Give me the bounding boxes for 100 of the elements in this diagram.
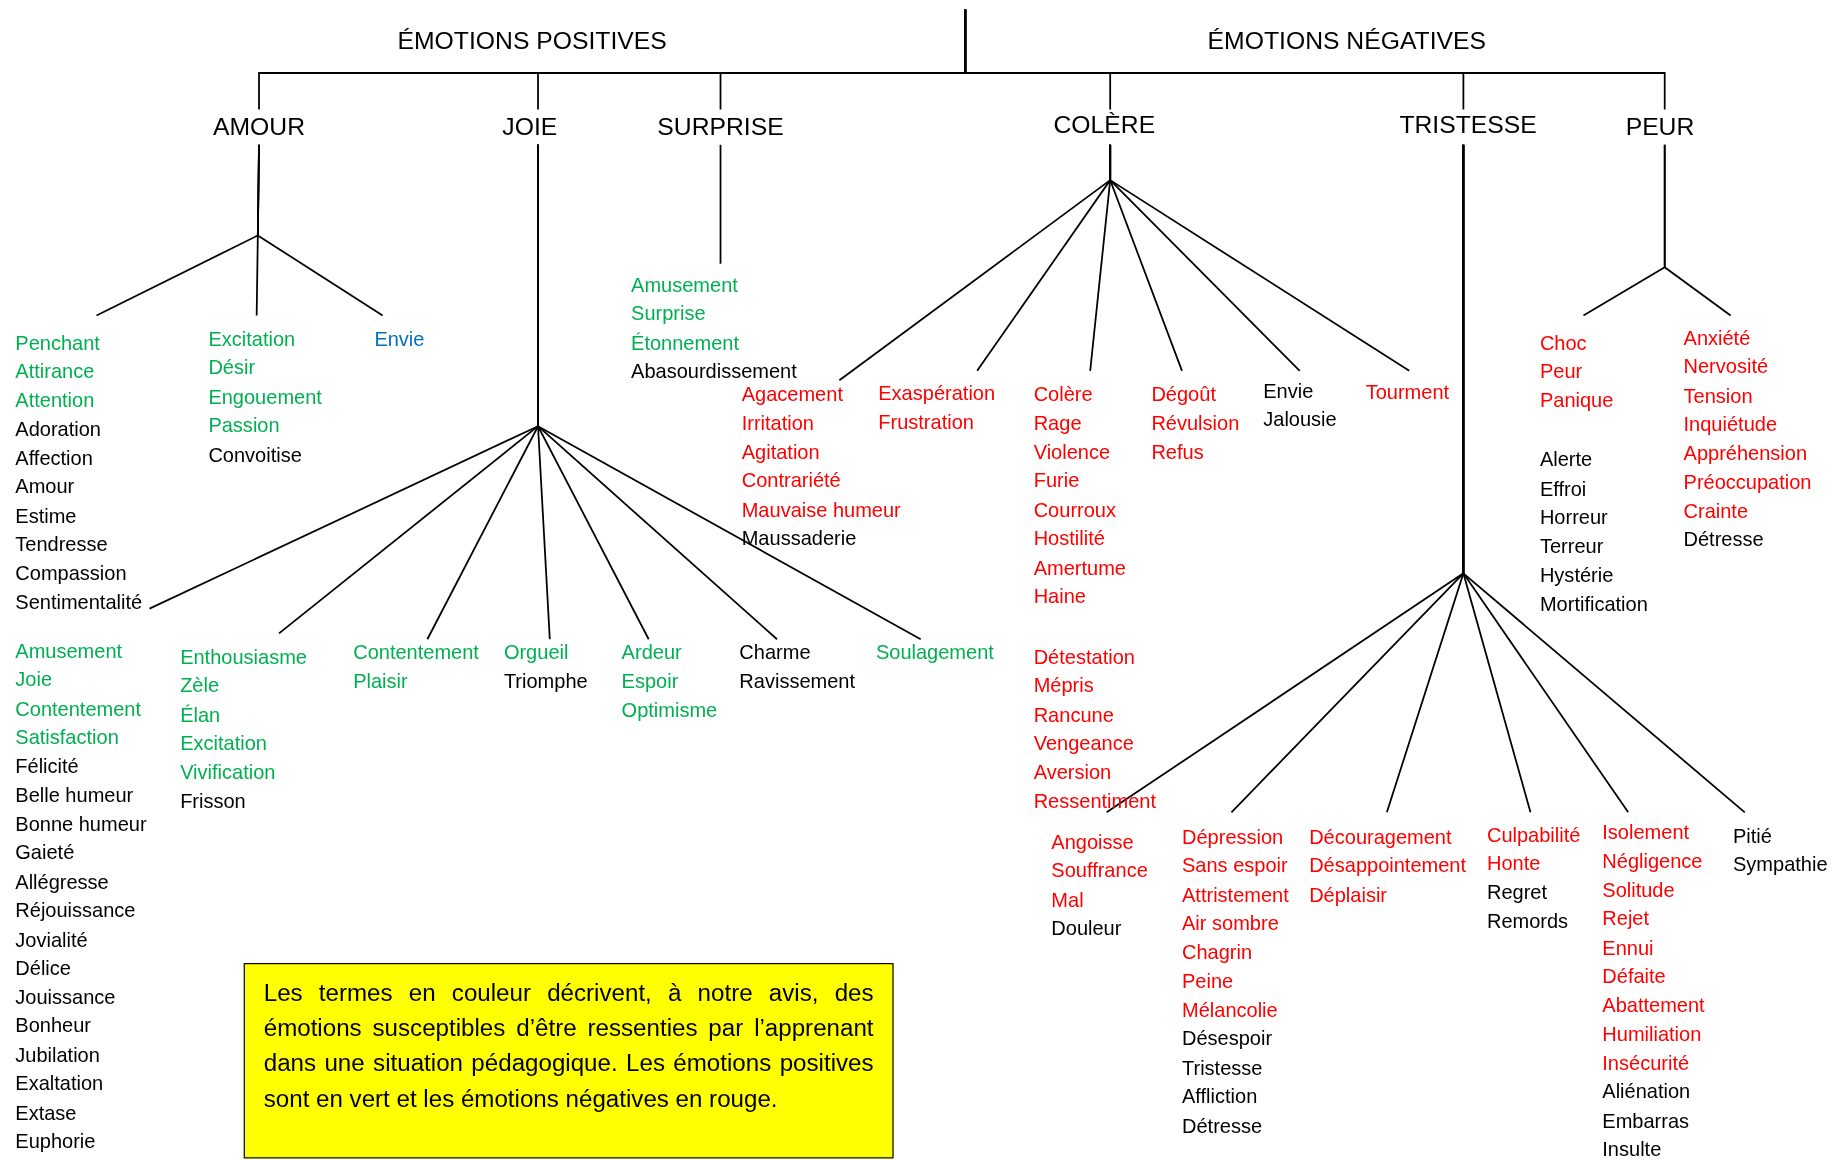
- emotion-term: Colère: [1033, 382, 1093, 408]
- emotion-term: Préoccupation: [1683, 470, 1812, 496]
- emotion-term: Embarras: [1602, 1108, 1690, 1135]
- section-heading: ÉMOTIONS NÉGATIVES: [1207, 26, 1487, 57]
- emotion-term: Aliénation: [1602, 1080, 1691, 1106]
- emotion-term: Furie: [1033, 469, 1080, 495]
- emotion-term: Douleur: [1051, 916, 1122, 942]
- emotion-term: Violence: [1033, 440, 1111, 466]
- emotion-term: Révulsion: [1151, 411, 1240, 437]
- emotion-term: Rancune: [1033, 702, 1114, 729]
- emotion-term: Regret: [1486, 880, 1547, 906]
- emotion-term: Dégoût: [1151, 382, 1216, 408]
- emotion-term: Abattement: [1602, 993, 1705, 1019]
- emotion-term: Mélancolie: [1182, 998, 1278, 1024]
- emotion-term: Terreur: [1539, 534, 1604, 560]
- emotion-term: Contrariété: [741, 469, 841, 495]
- emotion-term: Courroux: [1033, 497, 1116, 524]
- emotion-term: Inquiétude: [1683, 412, 1777, 438]
- emotion-term: Sentimentalité: [15, 590, 143, 616]
- emotion-term: Vivification: [180, 760, 276, 786]
- emotion-term: Hostilité: [1033, 526, 1105, 553]
- emotion-term: Aversion: [1033, 760, 1112, 786]
- emotion-term: Contentement: [353, 640, 479, 666]
- emotion-term: Orgueil: [503, 640, 569, 666]
- section-heading: ÉMOTIONS POSITIVES: [397, 26, 667, 57]
- emotion-term: Isolement: [1602, 820, 1690, 846]
- emotion-term: Excitation: [208, 327, 296, 353]
- emotion-term: Réjouissance: [15, 898, 136, 925]
- emotion-term: Hystérie: [1539, 563, 1614, 589]
- note-box: Les termes en couleur décrivent, à notre avis, des émotions susceptibles d’être ressenties par l’apprenant dans une situation pédagogique. Les émotions positives sont en vert et les émotions négatives en rouge.: [243, 963, 894, 1159]
- emotion-term: Détresse: [1683, 527, 1764, 554]
- tree-line: [1663, 143, 1732, 317]
- emotion-term: Belle humeur: [15, 783, 134, 809]
- emotion-term: Crainte: [1683, 499, 1749, 525]
- emotion-term: Jubilation: [15, 1042, 100, 1069]
- emotion-term: Envie: [374, 327, 425, 353]
- emotion-term: Penchant: [15, 330, 100, 357]
- emotion-term: Enthousiasme: [180, 645, 307, 671]
- emotion-term: Sympathie: [1733, 852, 1828, 879]
- category-heading: PEUR: [1625, 110, 1695, 144]
- emotion-term: Anxiété: [1683, 326, 1751, 352]
- emotion-term: Alerte: [1539, 447, 1593, 474]
- emotion-term: Jouissance: [15, 985, 116, 1011]
- emotion-term: Zèle: [180, 673, 220, 700]
- emotion-term: Extase: [15, 1100, 77, 1127]
- emotion-term: Étonnement: [631, 330, 739, 357]
- emotion-term: Maussaderie: [741, 526, 857, 553]
- emotion-term: Appréhension: [1683, 441, 1808, 467]
- emotion-term: Amour: [15, 474, 75, 501]
- emotion-term: Félicité: [15, 754, 79, 780]
- emotion-term: Convoitise: [208, 442, 302, 468]
- emotion-term: Agitation: [741, 440, 820, 466]
- tree-line: [1462, 143, 1746, 814]
- emotion-term: Jalousie: [1263, 407, 1337, 434]
- emotion-term: Mépris: [1033, 673, 1094, 700]
- emotion-term: Exaspération: [878, 381, 996, 407]
- emotion-term: Plaisir: [353, 669, 408, 695]
- emotion-term: Déplaisir: [1309, 882, 1387, 909]
- emotion-term: Estime: [15, 503, 77, 530]
- emotion-term: Ardeur: [621, 640, 682, 666]
- emotion-term: Affliction: [1182, 1084, 1258, 1111]
- emotion-term: Effroi: [1539, 476, 1587, 503]
- category-heading: TRISTESSE: [1399, 108, 1537, 142]
- emotion-term: Exaltation: [15, 1071, 104, 1098]
- emotion-term: Tension: [1683, 383, 1753, 410]
- emotion-term: Chagrin: [1182, 940, 1253, 966]
- emotion-term: Satisfaction: [15, 725, 119, 752]
- emotion-term: Adoration: [15, 417, 101, 443]
- emotion-term: Rage: [1033, 411, 1082, 437]
- emotion-term: Délice: [15, 956, 71, 982]
- emotion-term: Triomphe: [503, 669, 588, 695]
- emotion-term: Choc: [1539, 330, 1587, 357]
- emotion-term: Bonne humeur: [15, 812, 147, 838]
- emotion-term: Sans espoir: [1182, 854, 1288, 880]
- category-heading: COLÈRE: [1053, 108, 1156, 142]
- emotion-term: Désappointement: [1309, 854, 1467, 880]
- emotion-term: Surprise: [631, 301, 706, 328]
- emotion-term: Amusement: [15, 639, 123, 665]
- category-heading: SURPRISE: [657, 110, 784, 144]
- emotion-term: Frustration: [878, 410, 974, 436]
- emotion-term: Espoir: [621, 669, 679, 695]
- emotion-term: Agacement: [741, 382, 843, 408]
- emotion-term: Mal: [1051, 887, 1084, 913]
- emotion-term: Haine: [1033, 584, 1086, 610]
- emotion-term: Attention: [15, 388, 95, 414]
- emotion-term: Ennui: [1602, 935, 1654, 962]
- emotion-term: Abasourdissement: [631, 359, 797, 385]
- tree-line: [537, 143, 922, 641]
- emotion-term: Passion: [208, 413, 280, 440]
- emotion-term: Affection: [15, 446, 93, 472]
- emotion-term: Humiliation: [1602, 1022, 1702, 1048]
- emotion-term: Tristesse: [1182, 1055, 1263, 1082]
- emotion-term: Attristement: [1182, 882, 1289, 909]
- emotion-term: Soulagement: [875, 640, 994, 666]
- emotion-term: Détresse: [1182, 1113, 1263, 1139]
- emotion-term: Frisson: [180, 789, 246, 815]
- emotion-term: Désespoir: [1182, 1027, 1273, 1053]
- emotion-term: Peur: [1539, 359, 1583, 385]
- emotion-term: Rejet: [1602, 907, 1650, 933]
- tree-line: [1109, 143, 1411, 372]
